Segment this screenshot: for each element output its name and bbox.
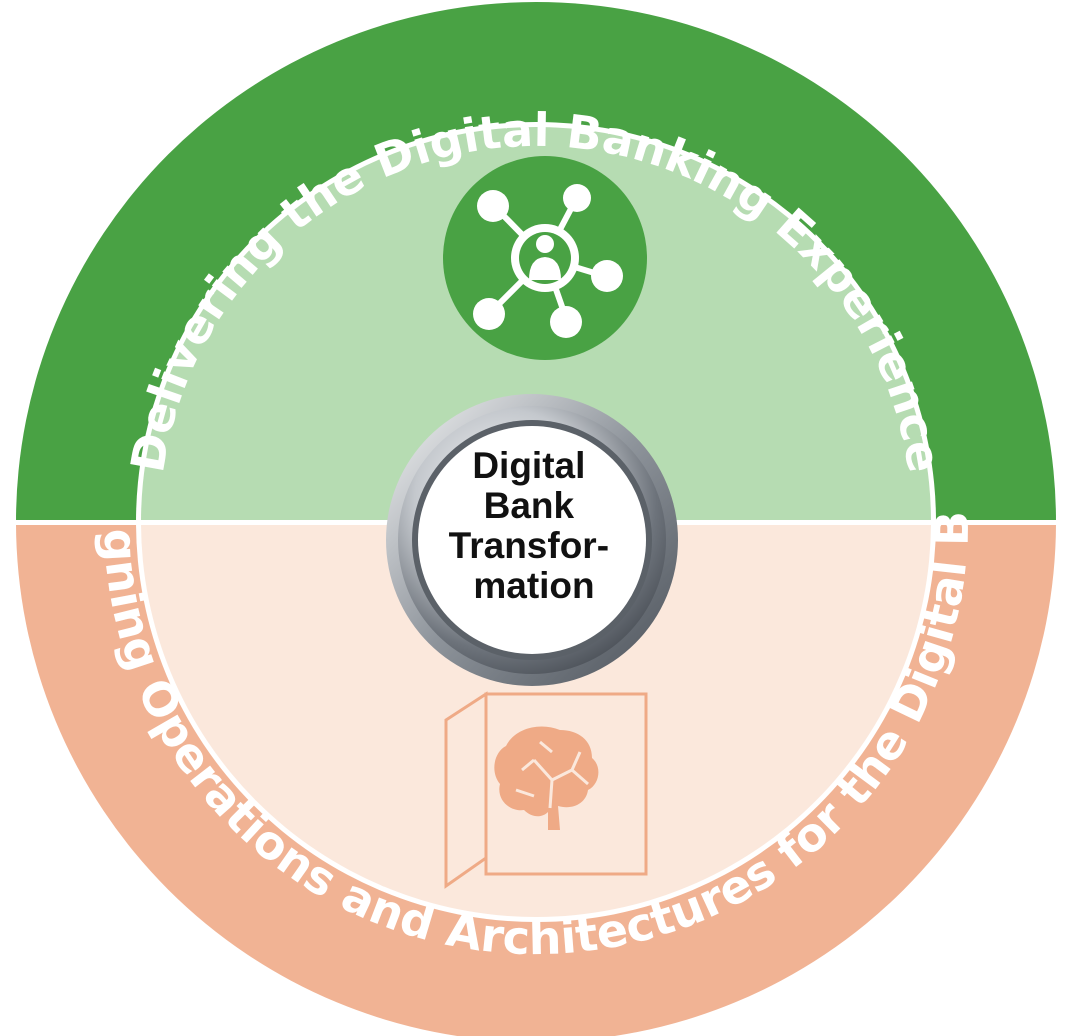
center-badge: Digital Bank Transfor- mation: [386, 394, 678, 686]
center-label-line-4: mation: [473, 565, 594, 606]
center-label-line-2: Bank: [484, 485, 575, 526]
center-label: Digital Bank Transfor- mation: [449, 445, 620, 606]
center-label-line-1: Digital: [472, 445, 585, 486]
network-person-icon: [443, 156, 647, 360]
center-label-line-3: Transfor-: [449, 525, 609, 566]
bottom-inner-fill: [141, 524, 931, 917]
brain-in-box-icon: [444, 691, 648, 889]
